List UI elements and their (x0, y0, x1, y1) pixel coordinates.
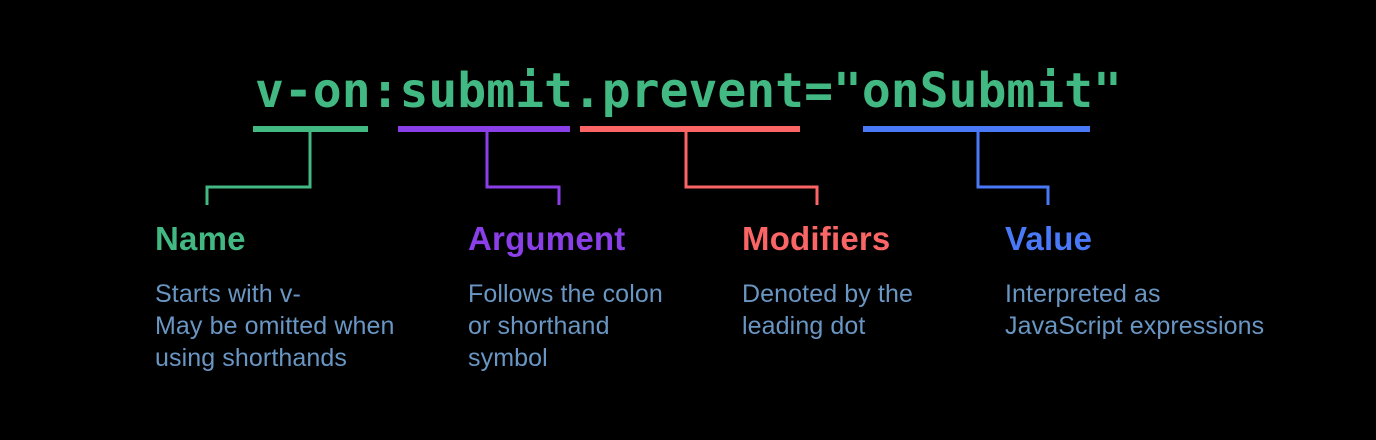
underline-argument (398, 126, 570, 132)
underline-name (253, 126, 368, 132)
annotation-name-label: Name (155, 220, 246, 257)
underline-value (863, 126, 1090, 132)
annotation-value: Value Interpreted as JavaScript expressi… (1005, 220, 1264, 342)
annotation-argument-label: Argument (468, 220, 626, 257)
underline-modifiers (580, 126, 800, 132)
connector-argument (485, 131, 561, 205)
annotation-value-label: Value (1005, 220, 1093, 257)
annotation-name: Name Starts with v- May be omitted when … (155, 220, 395, 374)
annotation-name-description: Starts with v- May be omitted when using… (155, 280, 395, 372)
annotation-argument-description: Follows the colon or shorthand symbol (468, 280, 663, 372)
directive-code: v-on:submit.prevent="onSubmit" (255, 63, 1122, 119)
annotation-value-description: Interpreted as JavaScript expressions (1005, 280, 1265, 340)
annotation-argument: Argument Follows the colon or shorthand … (468, 220, 663, 374)
connector-name (205, 131, 312, 205)
annotation-modifiers-description: Denoted by the leading dot (742, 280, 913, 340)
annotation-modifiers-label: Modifiers (742, 220, 891, 257)
connector-value (976, 131, 1050, 205)
connector-modifiers (684, 131, 819, 205)
annotation-modifiers: Modifiers Denoted by the leading dot (742, 220, 913, 342)
